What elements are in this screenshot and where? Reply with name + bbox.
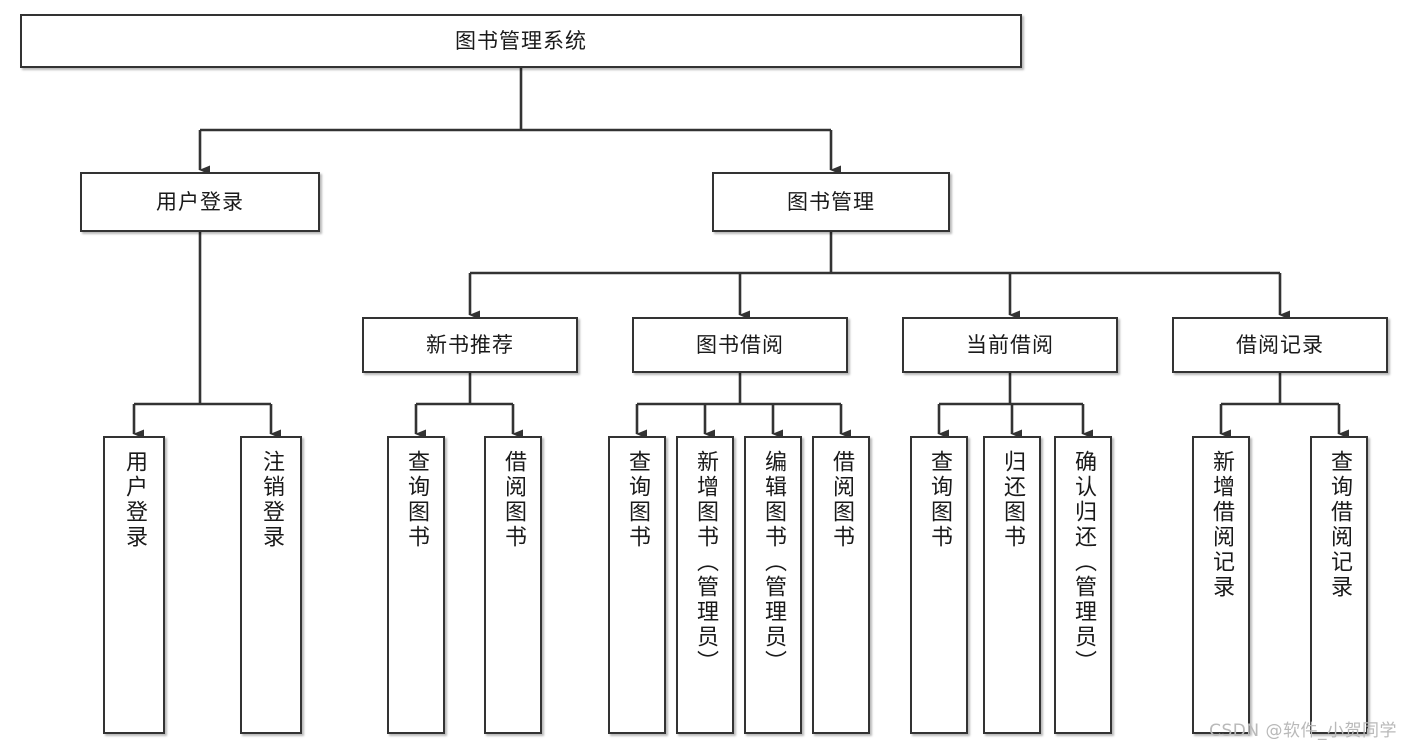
node-label: 借阅图书 xyxy=(829,450,854,550)
node-leaf-borrow-borrow-book[interactable]: 借阅图书 xyxy=(812,436,870,734)
node-leaf-user-logout[interactable]: 注销登录 xyxy=(240,436,302,734)
node-user-login[interactable]: 用户登录 xyxy=(80,172,320,232)
node-book-manage[interactable]: 图书管理 xyxy=(712,172,950,232)
node-label: 图书管理系统 xyxy=(455,28,587,53)
node-label: 查询图书 xyxy=(625,450,650,550)
node-leaf-record-query[interactable]: 查询借阅记录 xyxy=(1310,436,1368,734)
node-label: 当前借阅 xyxy=(966,332,1054,357)
node-label: 注销登录 xyxy=(259,450,284,550)
node-label: 图书管理 xyxy=(787,189,875,214)
node-leaf-current-return-book[interactable]: 归还图书 xyxy=(983,436,1041,734)
node-label: 归还图书 xyxy=(1000,450,1025,550)
node-current-borrow[interactable]: 当前借阅 xyxy=(902,317,1118,373)
node-leaf-user-login[interactable]: 用户登录 xyxy=(103,436,165,734)
node-leaf-borrow-add-book[interactable]: 新增图书（管理员） xyxy=(676,436,734,734)
node-label: 借阅记录 xyxy=(1236,332,1324,357)
node-leaf-current-confirm-return[interactable]: 确认归还（管理员） xyxy=(1054,436,1112,734)
node-new-book-rec[interactable]: 新书推荐 xyxy=(362,317,578,373)
node-label: 编辑图书（管理员） xyxy=(761,450,786,675)
watermark-text: CSDN @软件_小贺同学 xyxy=(1209,721,1397,741)
node-label: 图书借阅 xyxy=(696,332,784,357)
node-label: 用户登录 xyxy=(122,450,147,550)
node-label: 借阅图书 xyxy=(501,450,526,550)
node-label: 查询图书 xyxy=(927,450,952,550)
node-label: 确认归还（管理员） xyxy=(1071,450,1096,675)
node-label: 新增借阅记录 xyxy=(1209,450,1234,600)
node-leaf-record-add[interactable]: 新增借阅记录 xyxy=(1192,436,1250,734)
node-leaf-rec-borrow-book[interactable]: 借阅图书 xyxy=(484,436,542,734)
node-label: 查询图书 xyxy=(404,450,429,550)
node-label: 查询借阅记录 xyxy=(1327,450,1352,600)
node-label: 新增图书（管理员） xyxy=(693,450,718,675)
node-book-borrow[interactable]: 图书借阅 xyxy=(632,317,848,373)
node-label: 新书推荐 xyxy=(426,332,514,357)
node-root[interactable]: 图书管理系统 xyxy=(20,14,1022,68)
node-leaf-borrow-query-book[interactable]: 查询图书 xyxy=(608,436,666,734)
node-leaf-current-query-book[interactable]: 查询图书 xyxy=(910,436,968,734)
node-borrow-record[interactable]: 借阅记录 xyxy=(1172,317,1388,373)
node-leaf-rec-query-book[interactable]: 查询图书 xyxy=(387,436,445,734)
node-leaf-borrow-edit-book[interactable]: 编辑图书（管理员） xyxy=(744,436,802,734)
node-label: 用户登录 xyxy=(156,189,244,214)
